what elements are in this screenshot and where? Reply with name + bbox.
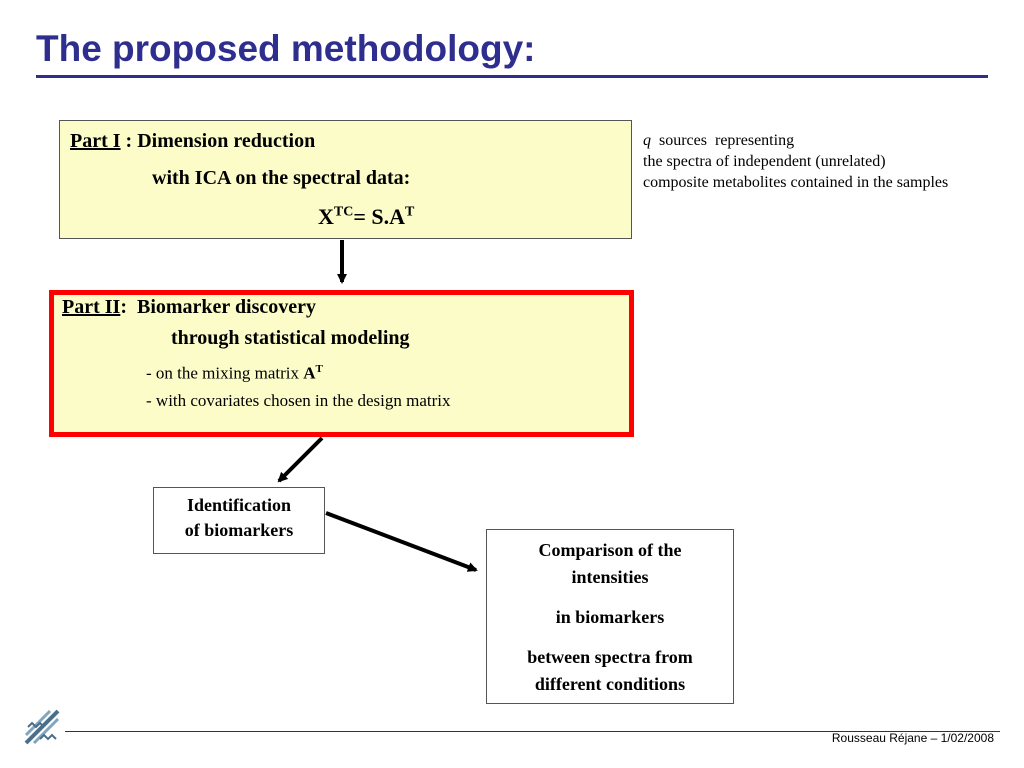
comparison-box: Comparison of the intensities in biomark… (486, 529, 734, 704)
comparison-line-4: between spectra from (527, 647, 693, 667)
part1-heading: Part I : Dimension reduction (70, 130, 315, 153)
part2-subtitle: through statistical modeling (171, 327, 410, 349)
part2-title: : Biomarker discovery (120, 296, 317, 318)
part2-bullet-2: - with covariates chosen in the design m… (146, 391, 451, 410)
formula-x: X (318, 204, 334, 229)
sources-note: q sources representing the spectra of in… (643, 130, 948, 193)
identification-box: Identification of biomarkers (153, 487, 325, 554)
arrow-part2-to-identification (277, 436, 324, 483)
title-underline (36, 75, 988, 78)
slide-title: The proposed methodology: (36, 28, 536, 69)
part1-label: Part I (70, 130, 121, 152)
comparison-line-1: Comparison of the (538, 540, 682, 560)
formula-mid: = S.A (353, 204, 406, 229)
note-line-1: q sources representing (643, 130, 948, 151)
part1-subtitle: with ICA on the spectral data: (152, 167, 411, 189)
part1-formula: XTC= S.AT (318, 204, 414, 230)
comparison-line-3: in biomarkers (555, 607, 665, 627)
footer-credit: Rousseau Réjane – 1/02/2008 (831, 731, 994, 745)
institution-logo-icon (24, 709, 60, 745)
formula-sup-t: T (405, 204, 415, 220)
comparison-line-5: different conditions (534, 674, 686, 694)
identification-line-2: of biomarkers (184, 520, 294, 540)
footer-rule (65, 731, 1000, 732)
part2-box: Part II: Biomarker discovery through sta… (49, 290, 634, 437)
part2-bullet-1: - on the mixing matrix AT (146, 363, 323, 384)
bullet1-matrix: A (303, 363, 316, 383)
formula-sup-tc: TC (333, 204, 354, 220)
note-line-2: the spectra of independent (unrelated) (643, 153, 886, 170)
part2-heading: Part II: Biomarker discovery (62, 296, 316, 319)
note-q: q (643, 132, 651, 149)
arrow-identification-to-comparison (325, 511, 478, 572)
part2-label: Part II (62, 296, 121, 318)
part1-title: : Dimension reduction (120, 130, 316, 152)
bullet1-text: - on the mixing matrix (146, 363, 304, 383)
note-line-1-text: sources representing (651, 132, 795, 149)
comparison-line-2: intensities (571, 567, 649, 587)
identification-line-1: Identification (186, 495, 291, 515)
bullet1-sup: T (315, 363, 323, 375)
part1-box: Part I : Dimension reduction with ICA on… (59, 120, 632, 239)
note-line-3: composite metabolites contained in the s… (643, 174, 949, 191)
